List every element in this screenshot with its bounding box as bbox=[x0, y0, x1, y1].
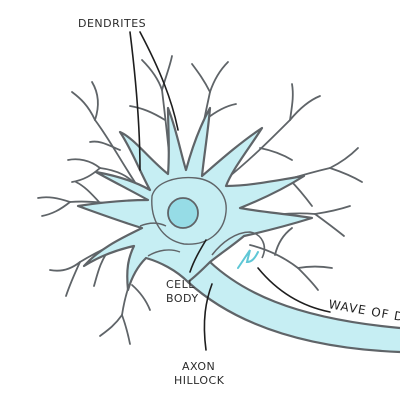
dendrites-leader-1 bbox=[129, 31, 141, 171]
axon-hillock-label-line1: AXON bbox=[182, 360, 215, 373]
axon-hillock-label-line2: HILLOCK bbox=[174, 374, 225, 387]
axon-lower-edge bbox=[187, 281, 400, 354]
soma-body bbox=[76, 106, 314, 292]
nucleus bbox=[167, 197, 199, 229]
soma-lobe bbox=[139, 222, 167, 227]
axon-hillock-leader bbox=[203, 283, 213, 351]
axon-upper-edge bbox=[209, 261, 400, 330]
soma-lobe bbox=[211, 231, 266, 259]
wave-arrow-line bbox=[257, 267, 331, 313]
dendrites-label: DENDRITES bbox=[78, 17, 146, 30]
axon bbox=[187, 261, 400, 354]
cell-body-leader bbox=[189, 239, 207, 273]
leader-lines bbox=[129, 31, 331, 351]
soma-lobe bbox=[147, 249, 181, 257]
cell-body-label-line2: BODY bbox=[166, 292, 199, 305]
cell-body-label-line1: CELL bbox=[166, 278, 195, 291]
axon-body bbox=[188, 262, 400, 352]
soma bbox=[76, 106, 314, 292]
dendrites-leader-2 bbox=[139, 31, 179, 131]
signal-spike-icon bbox=[237, 249, 259, 269]
soma-inner-detail bbox=[151, 176, 227, 245]
